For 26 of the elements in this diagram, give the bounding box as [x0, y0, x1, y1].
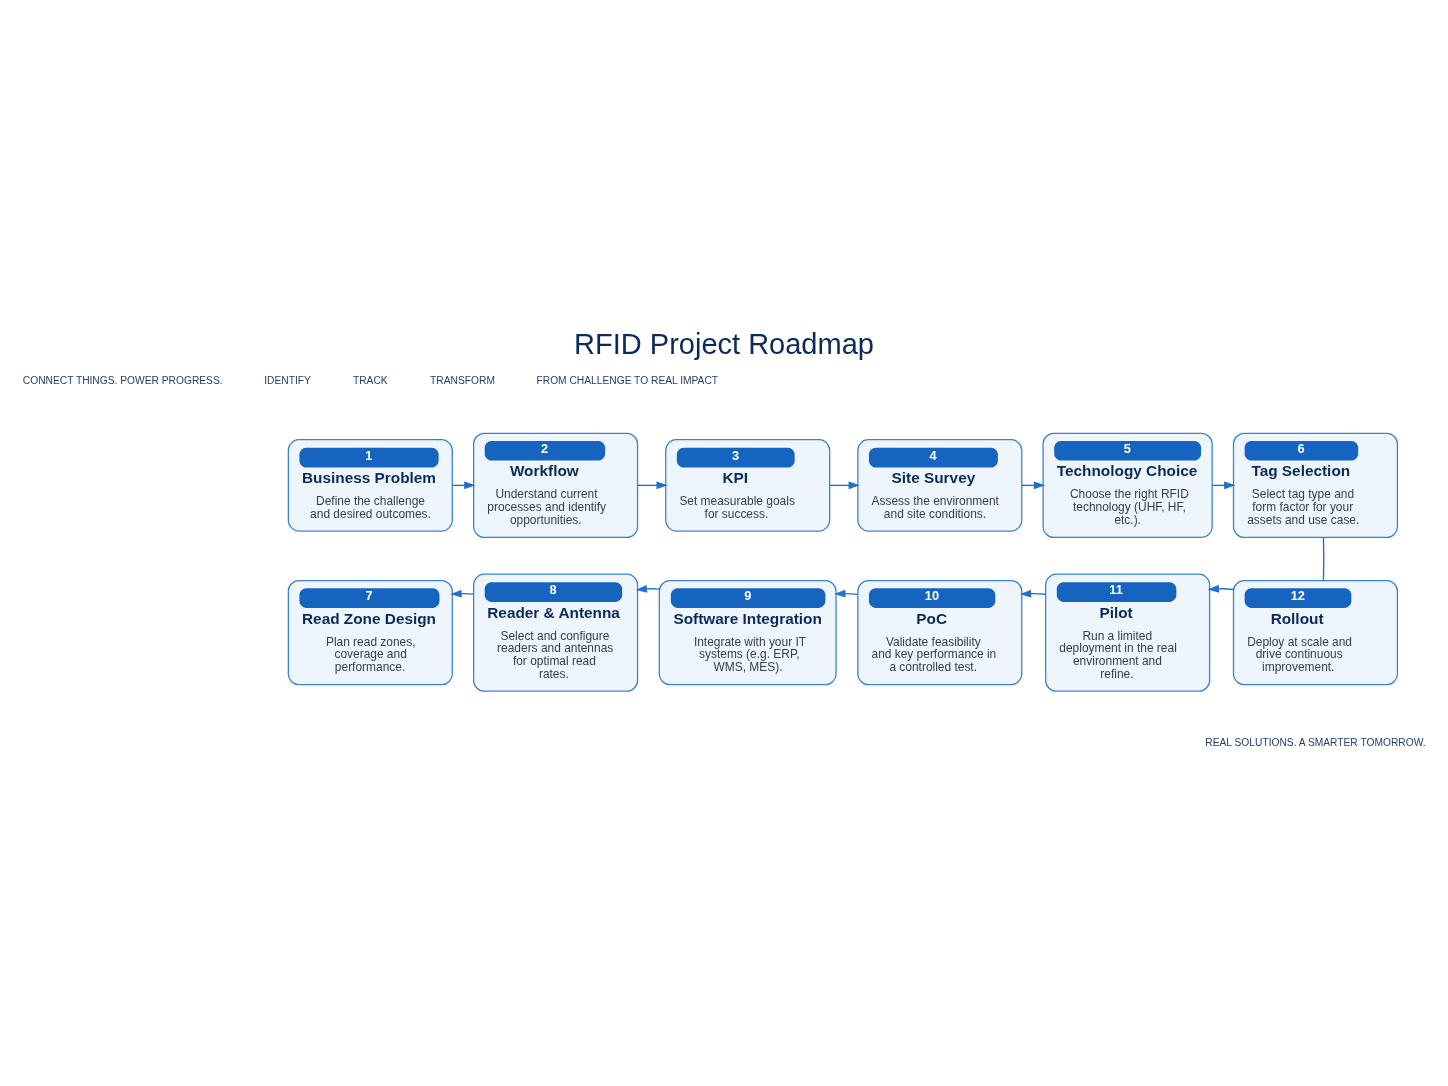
node-box: 10 PoC Validate feasibility and key performance in a controlled test. [857, 579, 1023, 686]
node-box: 4 Site Survey Assess the environment and site conditions. [857, 439, 1023, 532]
arrow [637, 481, 668, 490]
node-box: 9 Software Integration Integrate with your IT systems (e.g. ERP, WMS, MES). [658, 579, 837, 686]
arrow [829, 481, 860, 490]
connector [1322, 536, 1325, 582]
diagram-title: RFID Project Roadmap [574, 328, 874, 361]
label: FROM CHALLENGE TO REAL IMPACT [536, 374, 719, 386]
node-box: 5 Technology Choice Choose the right RFID technology (UHF, HF, etc.). [1042, 432, 1213, 539]
arrow [834, 589, 859, 598]
label: TRANSFORM [430, 374, 495, 386]
node-box: 8 Reader & Antenna Select and configure readers and antennas for optimal read rates. [473, 573, 639, 692]
node-box: 12 Rollout Deploy at scale and drive continuous improvement. [1232, 579, 1399, 686]
label: IDENTIFY [264, 374, 311, 386]
arrow [1207, 584, 1235, 593]
node-box: 11 Pilot Run a limited deployment in the real environment and refine. [1045, 573, 1211, 692]
label: REAL SOLUTIONS. A SMARTER TOMORROW. [1205, 736, 1426, 748]
arrow [635, 584, 660, 593]
node-box: 1 Business Problem Define the challenge and desired outcomes. [287, 439, 453, 532]
node-box: 3 KPI Set measurable goals for success. [665, 439, 831, 532]
node-box: 2 Workflow Understand current processes and identify opportunities. [473, 432, 639, 539]
node-box: 7 Read Zone Design Plan read zones, coverage and performance. [287, 579, 453, 686]
node-box: 6 Tag Selection Select tag type and form factor for your assets and use case. [1232, 432, 1399, 539]
arrow [1019, 589, 1047, 598]
label: TRACK [352, 374, 388, 386]
label: CONNECT THINGS. POWER PROGRESS. [22, 374, 223, 386]
